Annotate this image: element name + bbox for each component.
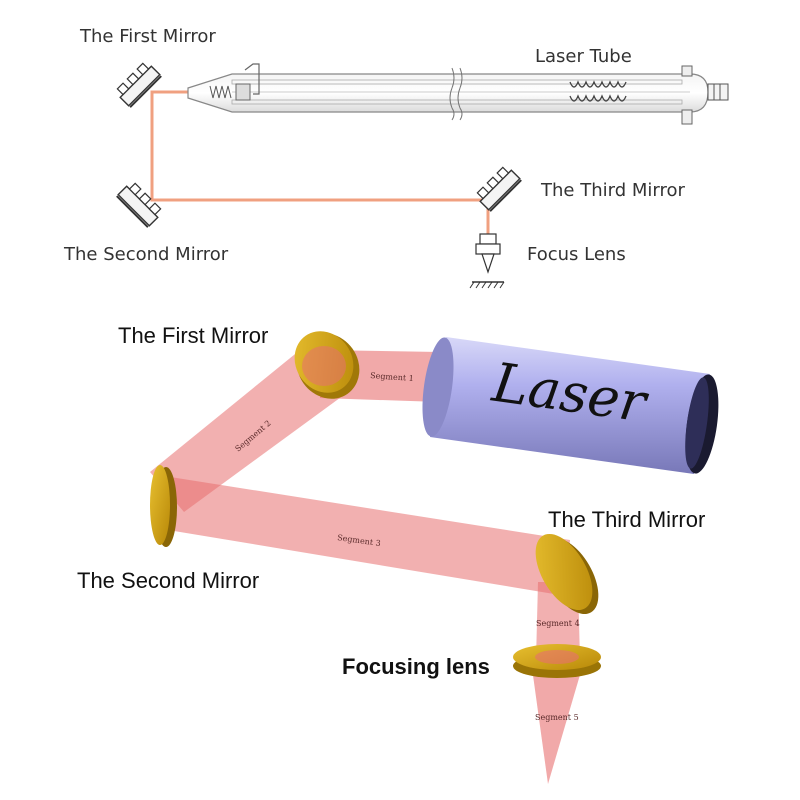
laser-cylinder: Laser: [422, 337, 719, 474]
beam-segment-3: [164, 476, 570, 596]
third-mirror-label: The Third Mirror: [548, 507, 705, 532]
top-first-mirror-icon: [116, 62, 162, 108]
segment-1-label: Segment 1: [370, 371, 414, 383]
top-third-mirror-label: The Third Mirror: [540, 180, 685, 201]
laser-tube-drawing: [187, 63, 729, 125]
top-focus-lens-label: Focus Lens: [527, 244, 626, 265]
first-mirror-3d: [294, 331, 360, 399]
segment-4-label: Segment 4: [536, 619, 580, 628]
top-second-mirror-icon: [116, 182, 162, 228]
second-mirror-3d: [150, 465, 177, 547]
top-laser-tube-label: Laser Tube: [535, 46, 632, 67]
second-mirror-label: The Second Mirror: [77, 568, 259, 593]
third-mirror-3d: [535, 534, 599, 614]
top-focus-lens-icon: [469, 233, 505, 289]
focusing-lens-label: Focusing lens: [342, 654, 490, 679]
focusing-lens-3d: [513, 644, 601, 678]
bottom-illustration: Laser Segment 1 Segment 2 Segment 3 Segm…: [77, 323, 719, 784]
top-second-mirror-label: The Second Mirror: [63, 244, 229, 265]
top-schematic: The First Mirror Laser Tube The Third Mi…: [63, 26, 729, 289]
top-third-mirror-icon: [476, 166, 522, 212]
segment-5-label: Segment 5: [535, 713, 579, 722]
beam-segment-2: [150, 350, 348, 512]
beam-segment-5: [532, 668, 582, 784]
top-first-mirror-label: The First Mirror: [79, 26, 216, 47]
first-mirror-label: The First Mirror: [118, 323, 268, 348]
top-beam-path: [150, 90, 490, 245]
